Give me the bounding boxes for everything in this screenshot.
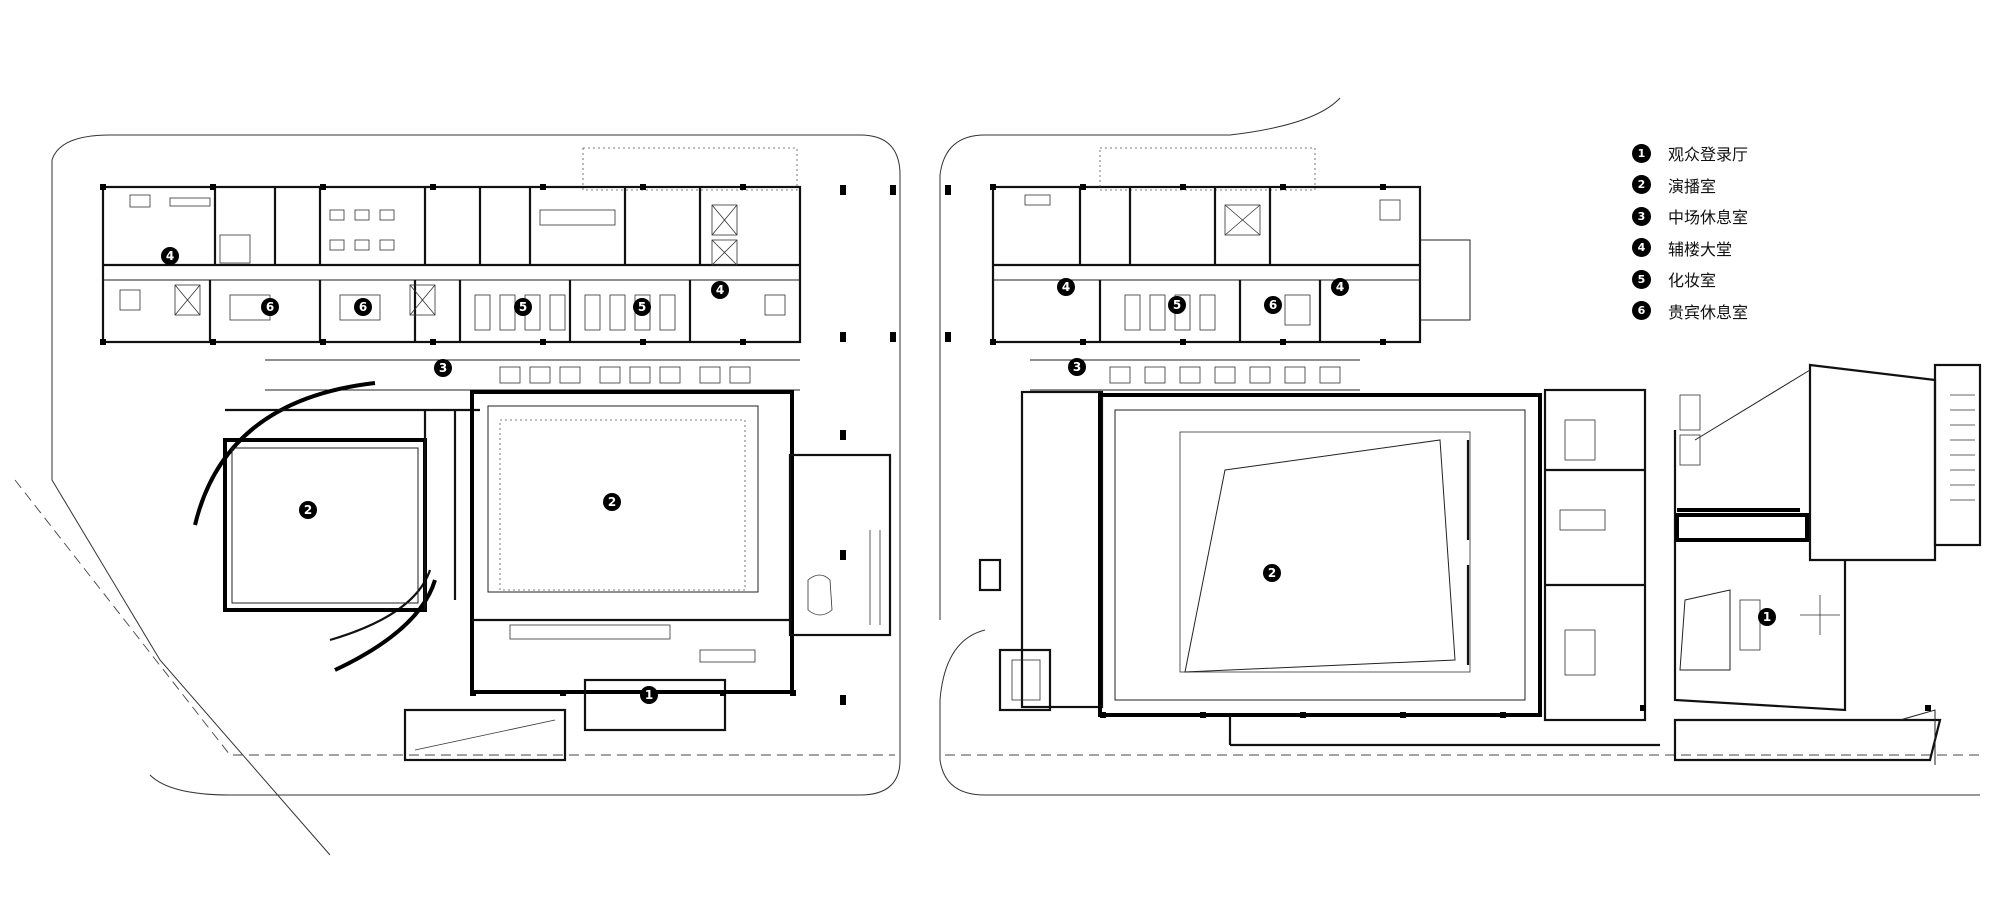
room-marker: 1 — [1758, 608, 1776, 626]
left-annex-wing — [101, 147, 802, 344]
right-entrance-hall — [1673, 363, 1982, 765]
legend-item: 4 辅楼大堂 — [1632, 233, 1932, 263]
left-curved-studio — [193, 381, 480, 672]
svg-text:4: 4 — [716, 283, 724, 297]
site-boundary — [14, 97, 1980, 856]
svg-text:2: 2 — [304, 503, 312, 517]
room-marker: 3 — [1068, 358, 1086, 376]
legend-label: 观众登录厅 — [1668, 145, 1749, 164]
svg-text:6: 6 — [359, 300, 367, 314]
room-marker: 4 — [711, 281, 729, 299]
room-marker: 2 — [299, 501, 317, 519]
right-connector — [1030, 359, 1360, 391]
left-main-studio — [403, 390, 892, 762]
legend-item: 5 化妆室 — [1632, 264, 1932, 294]
right-main-studio — [978, 388, 1660, 747]
room-marker: 6 — [354, 298, 372, 316]
legend-label: 贵宾休息室 — [1668, 302, 1749, 322]
legend-number-badge: 6 — [1632, 301, 1651, 320]
legend: 1 观众登录厅 2 演播室 3 中场休息室 4 辅楼大堂 5 化妆室 6 贵宾休… — [1632, 138, 1932, 327]
svg-text:5: 5 — [519, 300, 527, 314]
legend-number-badge: 5 — [1632, 269, 1651, 289]
svg-text:5: 5 — [1173, 298, 1181, 312]
room-marker: 1 — [640, 686, 658, 704]
legend-number-badge: 1 — [1632, 143, 1651, 163]
legend-label: 辅楼大堂 — [1668, 239, 1733, 259]
legend-number-badge: 4 — [1632, 238, 1651, 257]
svg-text:3: 3 — [439, 361, 447, 375]
room-marker: 4 — [1331, 278, 1349, 296]
right-annex-wing — [991, 147, 1471, 344]
left-connector — [265, 359, 800, 391]
room-marker: 3 — [434, 359, 452, 377]
legend-item: 1 观众登录厅 — [1632, 138, 1932, 168]
structural-columns — [100, 184, 1931, 718]
room-marker: 2 — [1263, 564, 1281, 582]
legend-label: 演播室 — [1668, 176, 1717, 196]
room-markers-left: 4 6 6 5 5 4 3 2 2 1 — [161, 247, 729, 704]
room-marker: 6 — [1264, 296, 1282, 314]
svg-text:3: 3 — [1073, 360, 1081, 374]
legend-item: 6 贵宾休息室 — [1632, 296, 1932, 326]
svg-text:4: 4 — [1062, 280, 1070, 294]
room-marker: 5 — [514, 298, 532, 316]
room-markers-right: 4 5 6 4 3 2 1 — [1057, 278, 1776, 626]
svg-text:1: 1 — [645, 688, 653, 702]
svg-text:6: 6 — [266, 300, 274, 314]
room-marker: 4 — [161, 247, 179, 265]
svg-text:5: 5 — [638, 300, 646, 314]
legend-label: 中场休息室 — [1668, 208, 1749, 227]
svg-text:4: 4 — [166, 249, 174, 263]
legend-number-badge: 2 — [1632, 175, 1651, 194]
legend-item: 2 演播室 — [1632, 170, 1932, 200]
room-marker: 2 — [603, 493, 621, 511]
room-marker: 4 — [1057, 278, 1075, 296]
svg-text:4: 4 — [1336, 280, 1344, 294]
legend-number-badge: 3 — [1632, 206, 1651, 226]
svg-text:1: 1 — [1763, 610, 1771, 624]
svg-text:6: 6 — [1269, 298, 1277, 312]
room-marker: 5 — [1168, 296, 1186, 314]
legend-item: 3 中场休息室 — [1632, 201, 1932, 231]
room-marker: 5 — [633, 298, 651, 316]
svg-text:2: 2 — [608, 495, 616, 509]
legend-label: 化妆室 — [1668, 271, 1717, 290]
svg-text:2: 2 — [1268, 566, 1276, 580]
room-marker: 6 — [261, 298, 279, 316]
